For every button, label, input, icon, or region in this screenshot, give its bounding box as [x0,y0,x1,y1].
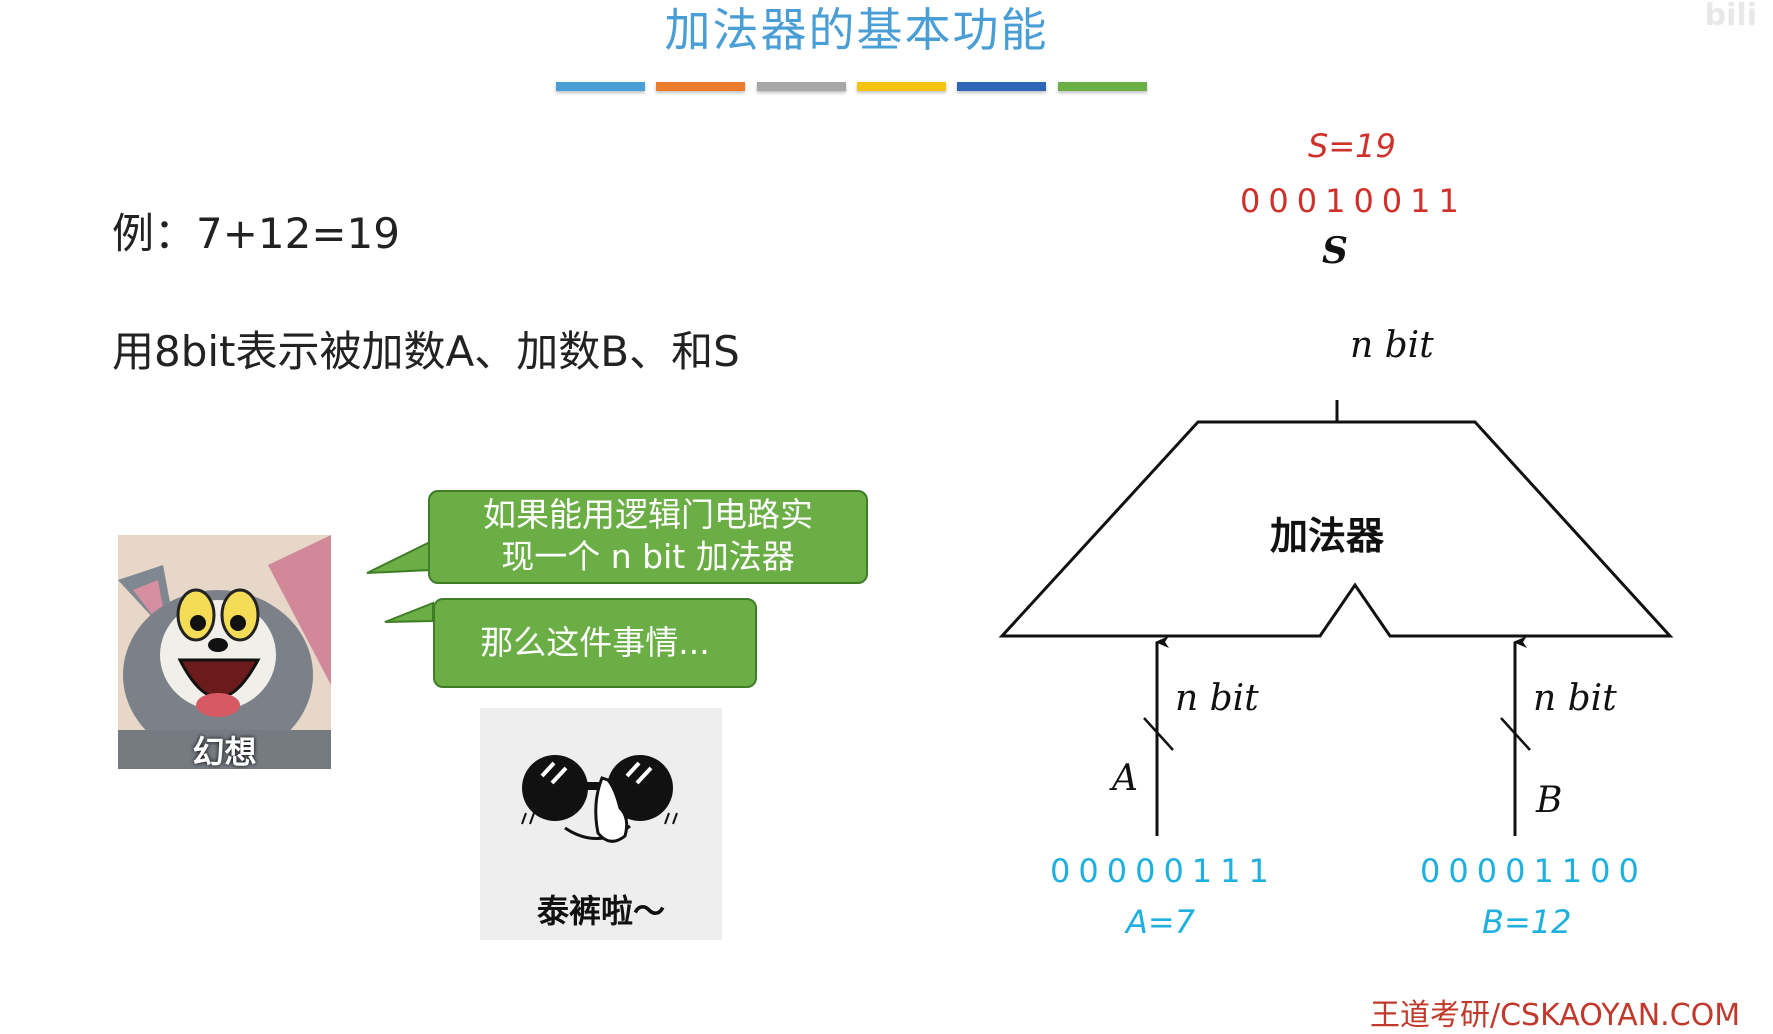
input-b-symbol: B [1536,780,1563,821]
sum-symbol: S [1322,230,1348,272]
color-bar-1 [556,82,645,91]
watermark: bili [1704,0,1757,33]
input-b-width-slash [1500,717,1531,751]
color-bar-4 [857,82,946,91]
output-width-label: n bit [1350,325,1434,366]
speech-bubble-1: 如果能用逻辑门电路实 现一个 n bit 加法器 [428,490,868,584]
speech-bubble-1-line1: 如果能用逻辑门电路实 [483,495,813,534]
input-b-equation: B=12 [1482,903,1572,941]
example-text: 例：7+12=19 [112,209,400,258]
input-b-bits: 00001100 [1420,852,1647,890]
cool-meme: 泰裤啦～ [480,708,722,940]
input-b-width-label: n bit [1533,678,1617,719]
speech-bubble-1-line2: 现一个 n bit 加法器 [501,537,795,576]
input-a-width-label: n bit [1175,678,1259,719]
color-bar-2 [656,82,745,91]
speech-bubble-2: 那么这件事情... [433,598,757,688]
adder-block [998,420,1674,638]
input-a-equation: A=7 [1126,903,1196,941]
adder-diagram [998,400,1674,836]
sum-equation: S=19 [1308,127,1396,165]
cat-illustration [118,535,331,769]
input-a-symbol: A [1112,758,1138,799]
color-bar-5 [957,82,1046,91]
speech-bubble-2-text: 那么这件事情... [480,623,710,662]
cat-meme-caption: 幻想 [192,733,257,769]
slide-title: 加法器的基本功能 [664,3,1049,57]
bubble-tails [366,540,434,623]
color-bar-6 [1058,82,1147,91]
adder-label: 加法器 [1270,514,1385,558]
input-a-width-slash [1143,717,1174,751]
footer-brand: 王道考研/CSKAOYAN.COM [1370,998,1741,1033]
description-text: 用8bit表示被加数A、加数B、和S [112,327,740,376]
input-a-bits: 00000111 [1050,852,1277,890]
cool-meme-caption: 泰裤啦～ [536,892,665,930]
cat-meme: 幻想 [118,535,331,769]
color-bar-3 [757,82,846,91]
sunglasses-icon [480,708,722,940]
sum-bits: 00010011 [1240,182,1467,220]
